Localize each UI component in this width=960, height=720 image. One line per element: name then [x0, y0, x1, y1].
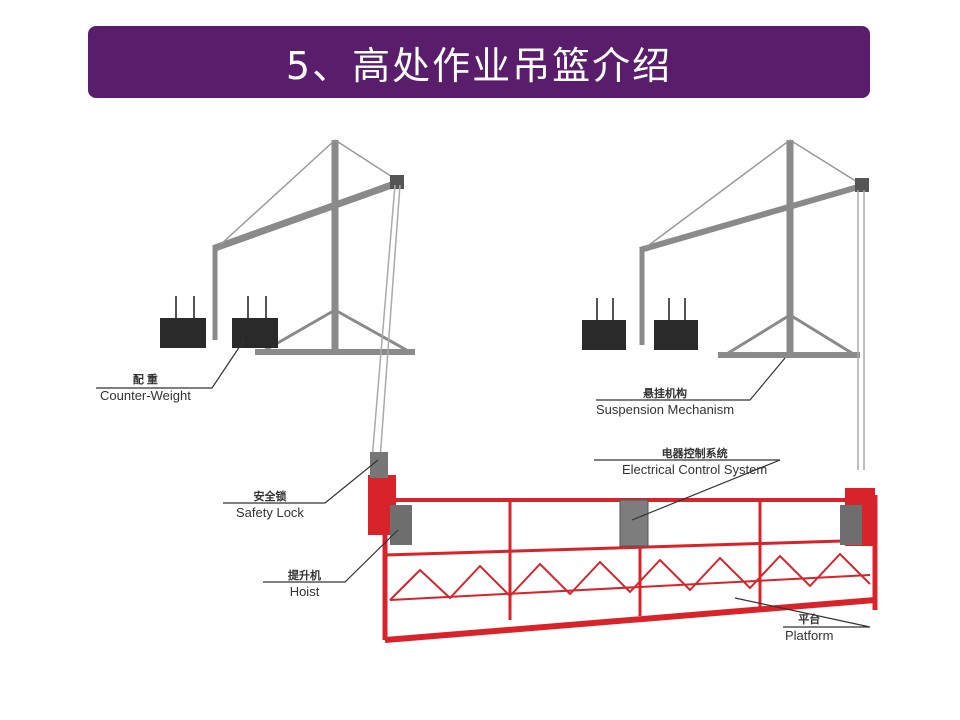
page-title: 5、高处作业吊篮介绍: [285, 43, 673, 88]
label-safety-lock-en: Safety Lock: [236, 505, 304, 520]
right-hoist-device: [840, 505, 862, 545]
control-box: [619, 499, 649, 547]
hoist-device: [390, 505, 412, 545]
label-safety-lock-cn: 安全锁: [253, 491, 287, 503]
label-hoist: 提升机 Hoist: [288, 568, 321, 600]
label-safety-lock: 安全锁 Safety Lock: [236, 489, 304, 521]
label-counter-weight-cn: 配 重: [132, 374, 158, 386]
safety-lock-device: [370, 452, 388, 478]
right-counter-weights: [582, 298, 698, 350]
right-suspension-mechanism: [639, 139, 869, 358]
label-platform: 平台 Platform: [785, 612, 833, 644]
label-suspension-cn: 悬挂机构: [643, 388, 688, 400]
label-hoist-en: Hoist: [289, 584, 320, 599]
label-platform-en: Platform: [785, 628, 834, 643]
label-counter-weight: 配 重 Counter-Weight: [100, 372, 191, 404]
title-banner: 5、高处作业吊篮介绍: [88, 26, 870, 98]
left-counter-weights: [160, 296, 278, 348]
label-suspension-mechanism: 悬挂机构 Suspension Mechanism: [596, 386, 734, 418]
label-electrical-en: Electrical Control System: [622, 462, 768, 477]
label-electrical-control: 电器控制系统 Electrical Control System: [622, 446, 767, 478]
label-electrical-cn: 电器控制系统: [661, 448, 728, 460]
label-counter-weight-en: Counter-Weight: [100, 388, 191, 403]
label-hoist-cn: 提升机: [288, 570, 321, 582]
label-suspension-en: Suspension Mechanism: [596, 402, 735, 417]
leader-lines: [96, 339, 871, 628]
label-platform-cn: 平台: [798, 614, 821, 626]
